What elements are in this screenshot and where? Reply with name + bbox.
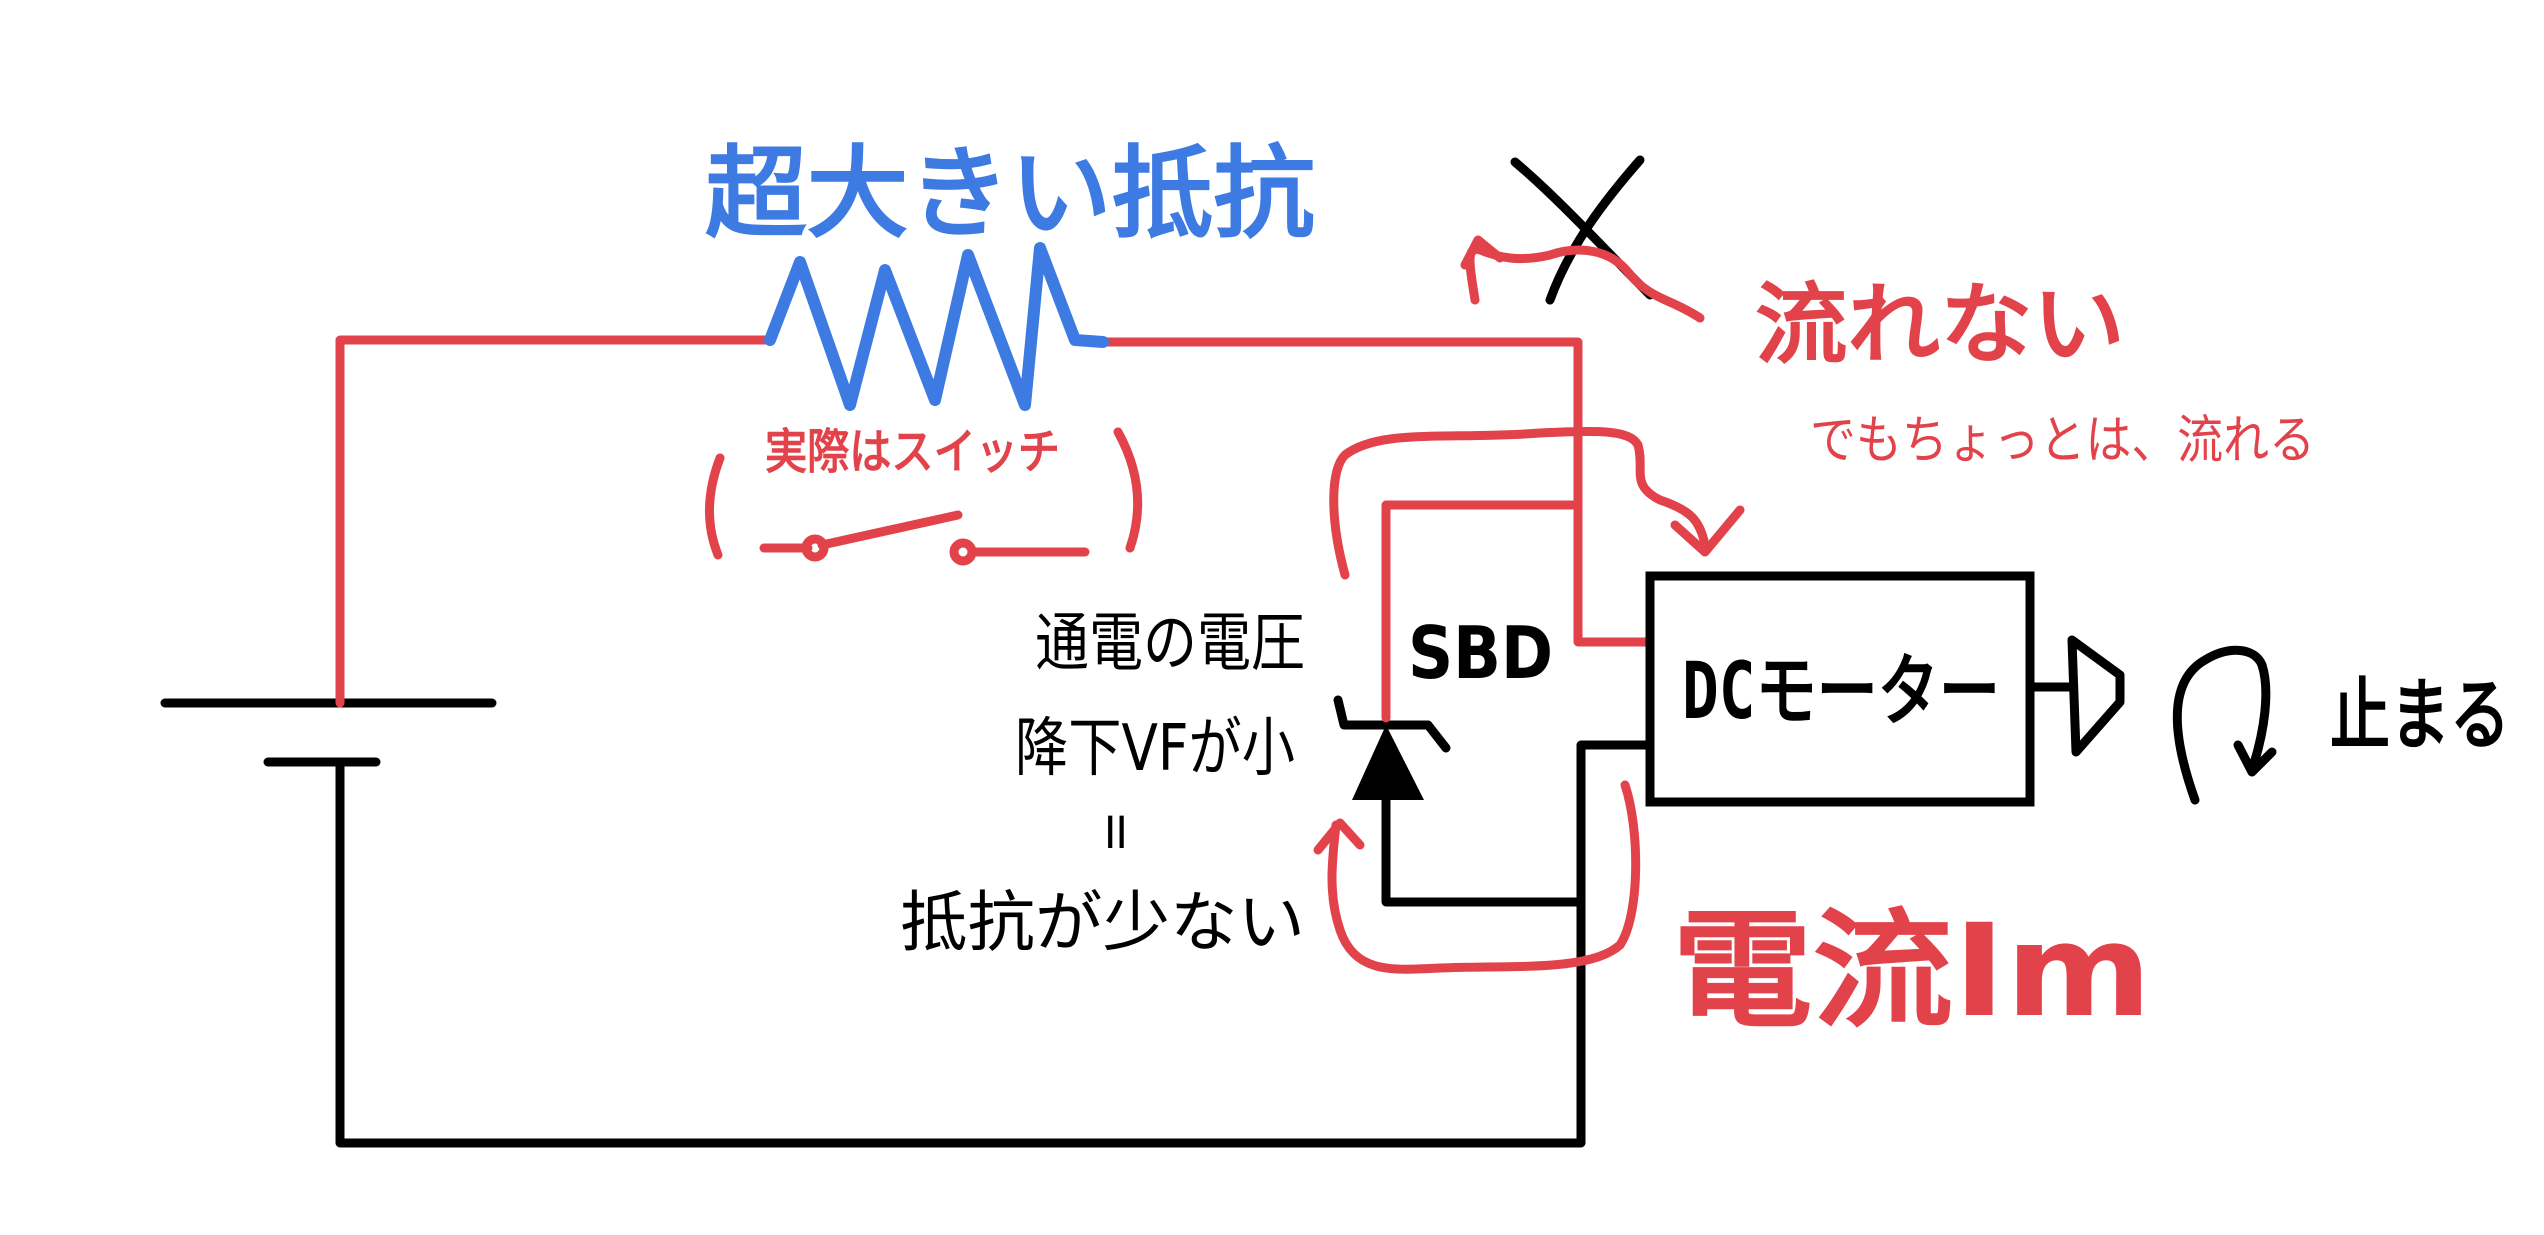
right-wire	[1098, 337, 1653, 647]
stops-label: 止まる	[2330, 671, 2510, 761]
blocked-arrow-head	[1460, 235, 1505, 270]
switch-bracket-right	[1113, 427, 1143, 553]
motor-shaft	[2025, 635, 2125, 757]
current-label: 電流Im	[1672, 897, 2152, 1046]
diode-bar	[1333, 695, 1451, 753]
small-flow-label: でもちょっとは、流れる	[1810, 411, 2315, 471]
left-wire	[335, 335, 775, 708]
switch-bracket-left	[704, 453, 725, 560]
schottky-diode	[1333, 695, 1451, 800]
blocked-current-arrow	[1465, 244, 1705, 323]
no-flow-label: 流れない	[1755, 273, 2125, 376]
switch-symbol	[759, 510, 1090, 566]
black-wires	[160, 698, 1653, 1148]
leak-current-arrow	[1329, 426, 1710, 580]
resistor-zigzag	[764, 242, 1109, 411]
main-arrow-head	[1313, 818, 1365, 855]
sbd-label: SBD	[1408, 611, 1553, 695]
diode-triangle	[1352, 725, 1424, 800]
equals-sign: ॥	[1098, 801, 1129, 861]
red-wires	[335, 335, 1653, 723]
current-arrows	[1313, 235, 1745, 974]
return-wire	[335, 740, 1653, 1148]
rotation-arrow-icon	[2172, 645, 2277, 805]
diode-anode-wire	[1381, 785, 1586, 907]
forward-voltage-label-2: 降下VFが小	[1015, 712, 1295, 786]
motor-label: DCモーター	[1682, 647, 2000, 737]
resistor-label: 超大きい抵抗	[705, 135, 1315, 252]
diode-cathode-wire	[1381, 500, 1583, 723]
switch-note-label: 実際はスイッチ	[765, 424, 1060, 480]
main-current-arrow	[1327, 780, 1641, 974]
leak-arrow-head	[1670, 505, 1745, 557]
low-resistance-label: 抵抗が少ない	[900, 884, 1305, 961]
forward-voltage-label-1: 通電の電圧	[1035, 607, 1305, 681]
